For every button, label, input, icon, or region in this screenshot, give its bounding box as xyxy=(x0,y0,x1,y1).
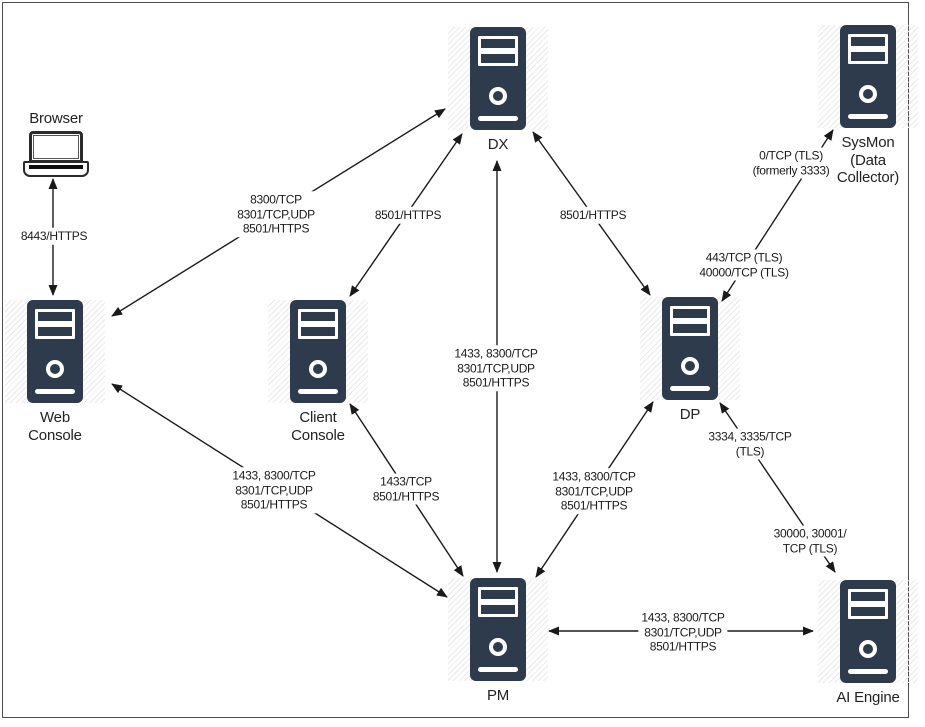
edge-label-pm-ai-engine: 1433, 8300/TCP 8301/TCP,UDP 8501/HTTPS xyxy=(638,609,728,655)
server-drive-bays-icon xyxy=(35,309,75,339)
server-power-button-icon xyxy=(681,357,699,375)
server-drive-bays-icon xyxy=(478,36,518,66)
tower-server-icon[interactable] xyxy=(470,27,526,130)
edge-label-web-console-dx: 8300/TCP 8301/TCP,UDP 8501/HTTPS xyxy=(234,191,318,237)
node-label-dx: DX xyxy=(487,136,509,153)
node-label-web-console: Web Console xyxy=(28,409,82,444)
server-drive-bays-icon xyxy=(670,306,710,336)
node-label-browser: Browser xyxy=(29,110,83,127)
edge-label-dp-sysmon-lower: 443/TCP (TLS) 40000/TCP (TLS) xyxy=(696,249,792,281)
server-power-button-icon xyxy=(489,87,507,105)
edge-label-dp-pm: 1433, 8300/TCP 8301/TCP,UDP 8501/HTTPS xyxy=(549,468,639,514)
server-vent-slot-icon xyxy=(848,114,888,119)
server-drive-bays-icon xyxy=(848,34,888,64)
edge-label-client-console-pm: 1433/TCP 8501/HTTPS xyxy=(369,473,443,505)
tower-server-icon[interactable] xyxy=(840,580,896,683)
tower-server-icon[interactable] xyxy=(840,25,896,128)
edge-label-dp-sysmon-upper: 0/TCP (TLS) (formerly 3333) xyxy=(749,147,833,179)
edge-label-dp-ai-engine-lower: 30000, 30001/ TCP (TLS) xyxy=(770,525,850,557)
node-label-pm: PM xyxy=(486,687,510,704)
edge-label-dx-pm: 1433, 8300/TCP 8301/TCP,UDP 8501/HTTPS xyxy=(451,345,541,391)
laptop-base xyxy=(23,160,89,177)
node-label-sysmon: SysMon (Data Collector) xyxy=(836,134,900,186)
node-label-dp: DP xyxy=(679,406,701,423)
edge-label-client-console-dx: 8501/HTTPS xyxy=(371,206,445,224)
node-browser[interactable]: Browser xyxy=(21,110,91,177)
edge-label-dx-dp: 8501/HTTPS xyxy=(556,206,630,224)
server-power-button-icon xyxy=(859,85,877,103)
server-power-button-icon xyxy=(859,640,877,658)
tower-server-icon[interactable] xyxy=(470,578,526,681)
server-vent-slot-icon xyxy=(478,667,518,672)
server-vent-slot-icon xyxy=(848,669,888,674)
server-drive-bays-icon xyxy=(848,589,888,619)
node-label-ai-engine: AI Engine xyxy=(836,689,900,706)
server-vent-slot-icon xyxy=(35,389,75,394)
edge-label-web-console-pm: 1433, 8300/TCP 8301/TCP,UDP 8501/HTTPS xyxy=(229,467,319,513)
laptop-screen xyxy=(29,130,83,163)
server-vent-slot-icon xyxy=(478,116,518,121)
edge-label-browser-web-console: 8443/HTTPS xyxy=(17,227,91,245)
laptop-icon xyxy=(23,130,89,177)
edge-label-dp-ai-engine-upper: 3334, 3335/TCP (TLS) xyxy=(705,428,795,460)
server-vent-slot-icon xyxy=(670,386,710,391)
page-border xyxy=(2,2,909,718)
server-drive-bays-icon xyxy=(478,587,518,617)
tower-server-icon[interactable] xyxy=(662,297,718,400)
laptop-keyboard xyxy=(29,164,83,169)
tower-server-icon[interactable] xyxy=(27,300,83,403)
server-power-button-icon xyxy=(309,360,327,378)
laptop-screen-inner xyxy=(33,134,79,159)
server-power-button-icon xyxy=(46,360,64,378)
server-power-button-icon xyxy=(489,638,507,656)
